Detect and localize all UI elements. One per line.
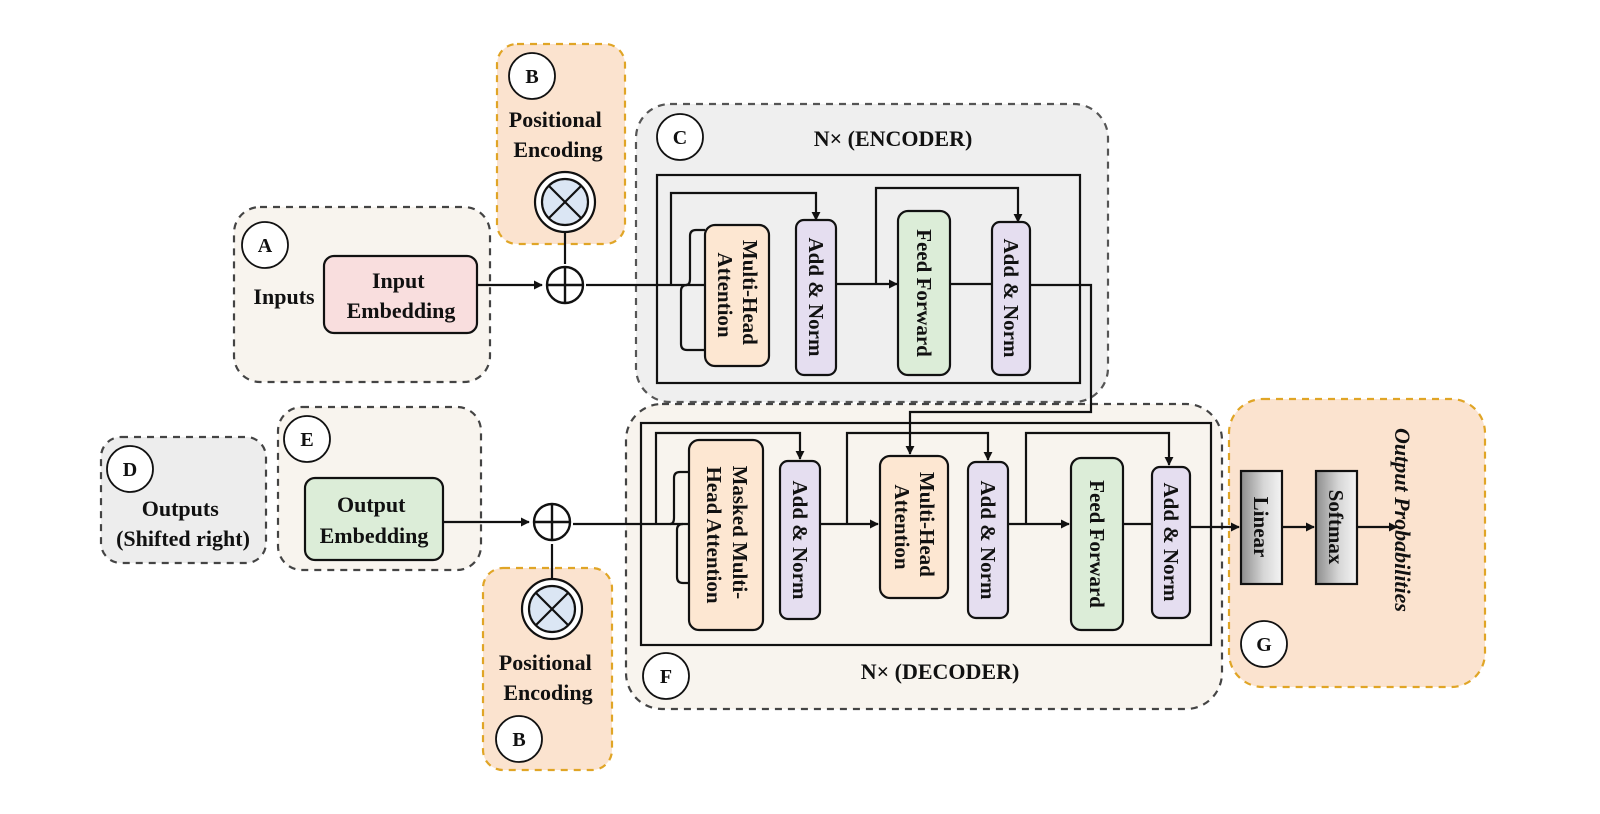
- positional-encoding-bottom-icon: [520, 577, 584, 641]
- encoder-addnorm-2-block: [990, 220, 1032, 377]
- badge-e-text: E: [300, 429, 313, 451]
- decoder-multihead-label-1: Multi-Head: [915, 472, 939, 577]
- positional-encoding-top-icon: [533, 170, 597, 234]
- decoder-masked-mha-label-1: Masked Multi-: [728, 466, 752, 600]
- input-embedding-label-2: Embedding: [347, 298, 456, 323]
- badge-d: D: [106, 445, 154, 493]
- badge-c: C: [656, 113, 704, 161]
- linear-block: [1239, 469, 1284, 586]
- positional-encoding-bottom-label-1: Positional: [499, 650, 592, 675]
- badge-g-text: G: [1256, 634, 1272, 656]
- encoder-multihead-label-2: Attention: [713, 252, 737, 337]
- decoder-title: N× (DECODER): [861, 659, 1020, 684]
- encoder-multihead-label-1: Multi-Head: [738, 240, 762, 345]
- decoder-feedforward-label: Feed Forward: [1085, 480, 1109, 608]
- output-embedding-block: [303, 476, 445, 562]
- encoder-feedforward-label: Feed Forward: [912, 229, 936, 357]
- badge-g: G: [1240, 620, 1288, 668]
- decoder-masked-mha-block: [687, 438, 765, 632]
- svg-text:Output Embedding: Output Embedding: [320, 492, 429, 548]
- positional-encoding-top-label-1: Positional: [509, 107, 602, 132]
- decoder-addnorm-3-label: Add & Norm: [1159, 483, 1183, 603]
- badge-b-bottom: B: [495, 715, 543, 763]
- decoder-multihead-block: [878, 454, 950, 600]
- decoder-masked-mha-label-2: Head Attention: [702, 466, 726, 603]
- decoder-addnorm-2-block: [966, 460, 1010, 620]
- input-embedding-label-1: Input: [372, 268, 425, 293]
- output-embedding-label-2: Embedding: [320, 523, 429, 548]
- decoder-addnorm-3-block: [1150, 465, 1192, 620]
- encoder-title: N× (ENCODER): [814, 126, 973, 151]
- svg-text:Multi-Head Attention: Multi-Head Attention: [713, 240, 762, 350]
- linear-label: Linear: [1249, 497, 1273, 558]
- svg-text:Multi-Head Attention: Multi-Head Attention: [890, 472, 939, 582]
- softmax-label: Softmax: [1324, 490, 1348, 565]
- badge-b-top: B: [508, 52, 556, 100]
- positional-encoding-top-label-2: Encoding: [513, 137, 602, 162]
- add-operator-decoder-icon: [532, 502, 572, 542]
- badge-f-text: F: [660, 666, 672, 688]
- badge-e: E: [283, 415, 331, 463]
- encoder-stack-frame: [655, 173, 1082, 385]
- positional-encoding-bottom-label-2: Encoding: [503, 680, 592, 705]
- svg-text:Outputs (Shifted right): Outputs (Shifted right): [116, 496, 250, 551]
- badge-a-text: A: [258, 235, 273, 257]
- outputs-label-2: (Shifted right): [116, 526, 250, 551]
- decoder-addnorm-1-label: Add & Norm: [788, 481, 812, 601]
- badge-d-text: D: [123, 459, 137, 481]
- inputs-label: Inputs: [253, 284, 315, 309]
- badge-f: F: [642, 652, 690, 700]
- outputs-label-1: Outputs: [142, 496, 219, 521]
- svg-text:Masked Multi- Head Attenti: Masked Multi- Head Attention: [702, 466, 752, 605]
- encoder-feedforward-block: [896, 209, 952, 377]
- decoder-stack-frame: [639, 421, 1213, 647]
- encoder-addnorm-2-label: Add & Norm: [999, 239, 1023, 359]
- decoder-addnorm-1-block: [778, 459, 822, 621]
- svg-text:Input Embedding: Input Embedding: [347, 268, 456, 323]
- badge-b-top-text: B: [525, 66, 538, 88]
- add-operator-encoder-icon: [545, 265, 585, 305]
- badge-b-bottom-text: B: [512, 729, 525, 751]
- svg-text:Positional Encoding: Positional Encoding: [509, 107, 607, 162]
- output-embedding-label-1: Output: [337, 492, 406, 517]
- badge-a: A: [241, 221, 289, 269]
- decoder-addnorm-2-label: Add & Norm: [976, 481, 1000, 601]
- badge-c-text: C: [673, 127, 687, 149]
- input-embedding-block: [322, 254, 479, 335]
- svg-text:Positional Encoding: Positional Encoding: [499, 650, 597, 705]
- decoder-feedforward-block: [1069, 456, 1125, 632]
- encoder-addnorm-1-label: Add & Norm: [804, 238, 828, 358]
- decoder-multihead-label-2: Attention: [890, 484, 914, 569]
- encoder-multihead-block: [703, 223, 771, 368]
- output-probabilities-label: Output Probabilities: [1390, 428, 1415, 612]
